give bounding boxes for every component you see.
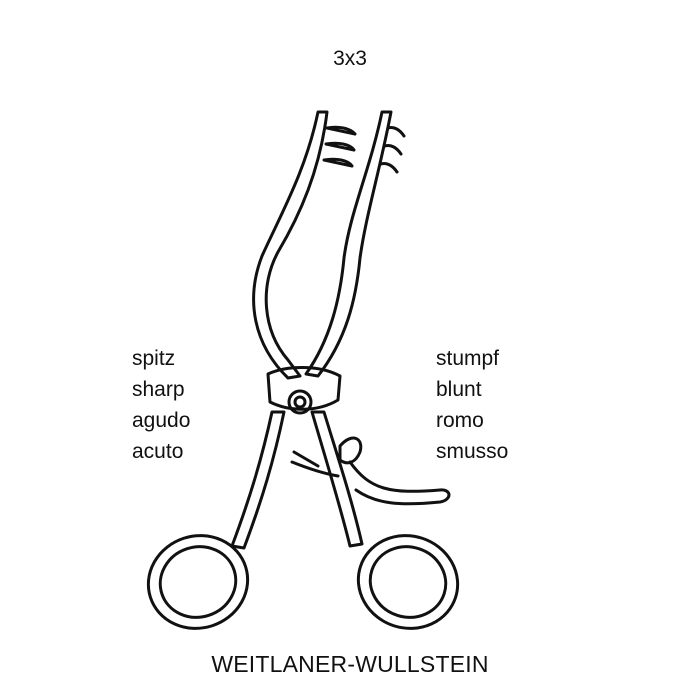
ratchet-bar [290, 450, 340, 478]
left-blade-arm [252, 110, 329, 380]
teeth-configuration-label: 3x3 [333, 47, 367, 70]
right-lower-shank [310, 410, 364, 548]
right-finger-ring [356, 534, 460, 630]
left-lower-shank [230, 410, 286, 550]
label-blunt-italian: smusso [436, 440, 509, 463]
right-teeth [379, 126, 406, 174]
label-blunt-german: stumpf [436, 347, 500, 370]
right-blade-arm [304, 110, 393, 378]
label-sharp-german: spitz [132, 347, 176, 370]
blunt-variant-labels: stumpf blunt romo smusso [436, 343, 508, 467]
sharp-variant-labels: spitz sharp agudo acuto [132, 343, 190, 467]
left-finger-ring [146, 534, 250, 630]
ratchet-release-lever [338, 436, 363, 465]
label-blunt-spanish: romo [436, 409, 484, 432]
label-blunt-english: blunt [436, 378, 482, 401]
pivot-screw-icon [287, 389, 313, 415]
left-teeth [322, 125, 357, 168]
joint-box [266, 366, 342, 411]
label-sharp-spanish: agudo [132, 409, 191, 432]
instrument-name: WEITLANER-WULLSTEIN [211, 651, 489, 677]
label-sharp-italian: acuto [132, 440, 184, 463]
label-sharp-english: sharp [132, 378, 185, 401]
